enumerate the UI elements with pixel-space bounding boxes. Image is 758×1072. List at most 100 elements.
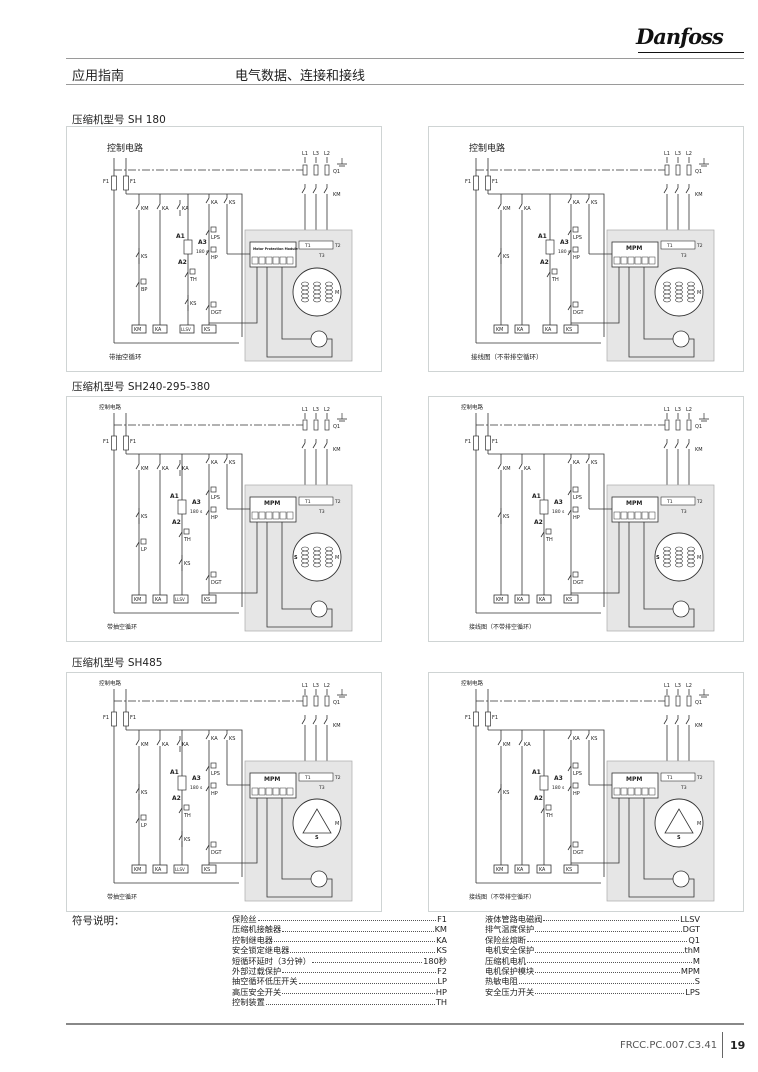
- a2-label: A2: [178, 259, 187, 266]
- motor-winding: [301, 562, 309, 568]
- terminal-label: T2: [334, 243, 341, 249]
- control-circuit-title: 控制电路: [461, 403, 484, 411]
- contact-label: KS: [141, 514, 147, 520]
- module-terminal: [258, 787, 266, 796]
- leader-dots: [265, 997, 435, 1005]
- legend-item-code: KM: [434, 924, 447, 935]
- thermistor-label: S: [656, 555, 660, 561]
- coil-label: KS: [566, 597, 572, 603]
- fuse-label: F1: [492, 179, 498, 185]
- fuse-q1: [675, 164, 681, 176]
- contact-label: KS: [229, 736, 235, 742]
- diagram-caption: 接线图（不带排空循环）: [469, 893, 535, 901]
- switch-symbol: [210, 246, 217, 253]
- phase-label: L1: [302, 151, 308, 157]
- motor-label: M: [335, 290, 339, 296]
- wire: [205, 457, 210, 464]
- module-terminal: [251, 511, 259, 520]
- a1-label: A1: [532, 493, 541, 500]
- contact-label: KS: [591, 460, 597, 466]
- terminal-label: T1: [304, 243, 311, 249]
- module-terminal: [251, 256, 259, 265]
- legend-item-name: 保险丝熔断: [485, 934, 526, 945]
- wire: [312, 442, 317, 449]
- document-code: FRCC.PC.007.C3.41: [620, 1040, 718, 1051]
- fuse-f1: [111, 435, 117, 451]
- coil-label: KM: [496, 327, 503, 333]
- wire: [135, 251, 140, 258]
- fan-motor-icon: [672, 600, 690, 618]
- a3-label: A3: [554, 499, 563, 506]
- switch-label: LPS: [211, 771, 220, 777]
- fuse-f1: [473, 435, 479, 451]
- module-terminal: [648, 256, 656, 265]
- phase-label: L3: [313, 683, 319, 689]
- switch-label: DGT: [573, 580, 585, 586]
- phase-label: L2: [324, 407, 330, 413]
- coil: [536, 864, 552, 874]
- coil-label: KA: [539, 867, 546, 873]
- fuse-label: F1: [103, 715, 109, 721]
- coil-label: KM: [496, 597, 503, 603]
- switch-symbol: [210, 571, 217, 578]
- contact-label: KA: [182, 466, 189, 472]
- llsv-label: LLSV: [175, 867, 185, 872]
- module-terminal: [613, 787, 621, 796]
- a2-label: A2: [534, 519, 543, 526]
- leader-dots: [282, 966, 437, 974]
- fuse-q1: [313, 695, 319, 707]
- motor-winding: [313, 297, 321, 303]
- motor-icon: [654, 798, 704, 848]
- wire: [663, 718, 668, 725]
- coil-label: KS: [204, 327, 210, 333]
- wire: [323, 187, 328, 194]
- wire: [223, 457, 228, 464]
- wire: [301, 442, 306, 449]
- module-label: MPM: [626, 500, 642, 507]
- contact-label: KM: [141, 466, 149, 472]
- wire: [156, 463, 161, 470]
- header-divider-bottom: [66, 84, 744, 85]
- fuse-f1: [123, 711, 129, 727]
- module-terminal: [286, 256, 294, 265]
- motor-label: M: [335, 821, 339, 827]
- terminal-block: [298, 772, 334, 782]
- contact-label: KM: [141, 742, 149, 748]
- switch-symbol: [210, 486, 217, 493]
- wire: [585, 197, 590, 204]
- module-terminal: [620, 511, 628, 520]
- module-terminal: [286, 787, 294, 796]
- switch-symbol: [572, 301, 579, 308]
- module-terminal: [286, 511, 294, 520]
- switch-label: BP: [141, 287, 147, 293]
- wire: [126, 453, 243, 607]
- module-terminal: [265, 787, 273, 796]
- switch-label: LP: [141, 823, 147, 829]
- switch-symbol: [183, 528, 190, 535]
- terminal-label: T1: [666, 775, 673, 781]
- a3-label: A3: [192, 775, 201, 782]
- wire: [135, 739, 140, 746]
- switch-label: TH: [183, 537, 191, 543]
- legend-item-name: 抽空循环低压开关: [232, 976, 298, 987]
- leader-dots: [535, 945, 684, 953]
- wire: [205, 785, 210, 792]
- module-terminal: [641, 511, 649, 520]
- coil-label: KS: [204, 867, 210, 873]
- coil-label: KA: [517, 327, 524, 333]
- switch-symbol: [572, 782, 579, 789]
- wire: [209, 798, 258, 864]
- header-divider: [66, 58, 744, 59]
- legend-item-name: 短循环延时（3分钟）: [232, 955, 311, 966]
- solenoid-valve: [179, 324, 195, 334]
- timer-relay: [539, 499, 549, 515]
- fuse-q1: [324, 164, 330, 176]
- fuse-q1: [686, 695, 692, 707]
- switch-symbol: [572, 486, 579, 493]
- wire: [567, 457, 572, 464]
- contact-label: KA: [162, 742, 169, 748]
- legend-item-code: MPM: [680, 966, 700, 977]
